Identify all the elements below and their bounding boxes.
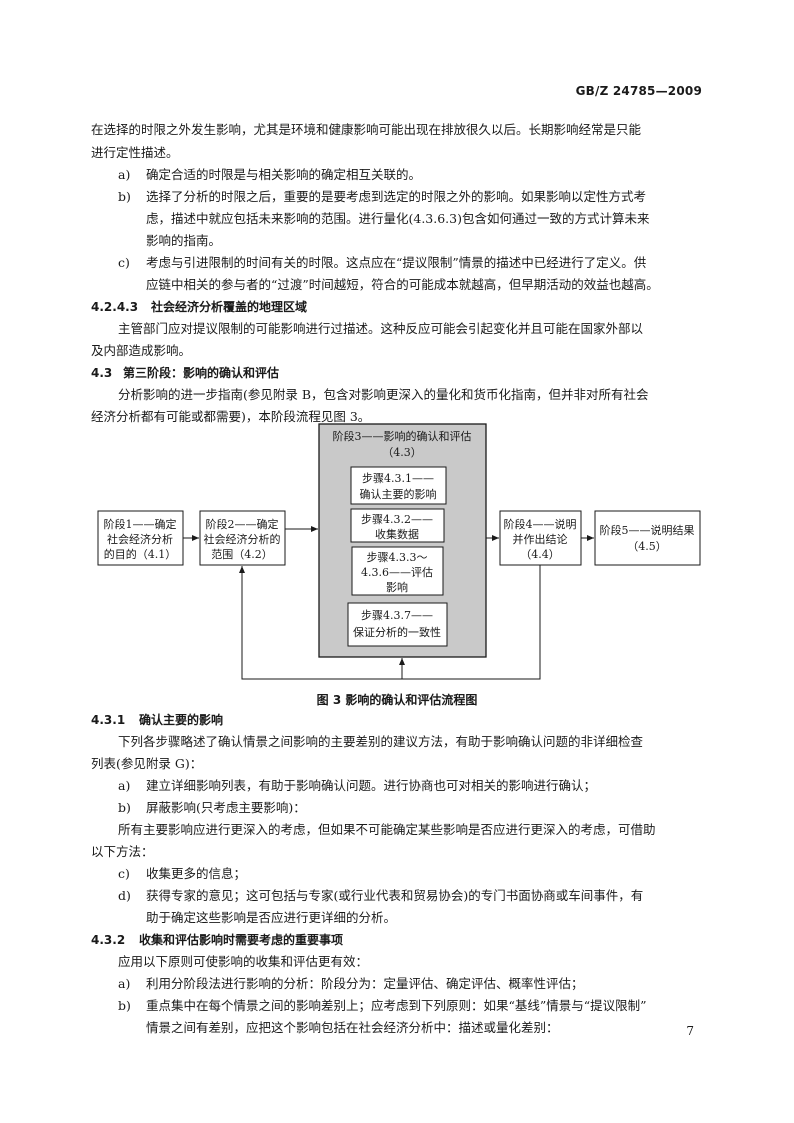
stage4-label: 阶段4——说明	[504, 517, 577, 531]
list-item-b: 虑，描述中就应包括未来影响的范围。进行量化(4.3.6.3)包含如何通过一致的方…	[146, 211, 650, 226]
section-title: 确认主要的影响	[139, 713, 224, 727]
standard-id: GB/Z 24785—2009	[575, 84, 702, 98]
stage3-label: （4.3）	[382, 446, 422, 459]
paragraph-line: 列表(参见附录 G)：	[91, 756, 203, 771]
list-item-b: 影响的指南。	[146, 233, 222, 248]
figure-caption: 图 3 影响的确认和评估流程图	[316, 693, 478, 707]
stage1-label: 的目的（4.1）	[104, 547, 177, 561]
feedback-arrow-to-stage2	[239, 565, 541, 680]
list-item-c: 考虑与引进限制的时间有关的时限。这点应在“提议限制”情景的描述中已经进行了定义。…	[146, 255, 647, 270]
list-item-a: 建立详细影响列表，有助于影响确认问题。进行协商也可对相关的影响进行确认；	[146, 778, 597, 793]
section-number: 4.2.4.3	[91, 300, 139, 314]
step1-label: 确认主要的影响	[360, 487, 437, 501]
step1-label: 步骤4.3.1——	[362, 472, 434, 485]
paragraph-line: 分析影响的进一步指南(参见附录 B，包含对影响更深入的量化和货币化指南，但并非对…	[118, 387, 649, 402]
stage5-box	[594, 510, 701, 566]
step3-label: 步骤4.3.3～	[367, 551, 428, 564]
paragraph-line: 经济分析都有可能或都需要)，本阶段流程见图 3。	[91, 409, 371, 424]
stage2-box	[199, 510, 286, 566]
paragraph-line: 下列各步骤略述了确认情景之间影响的主要差别的建议方法，有助于影响确认问题的非详细…	[118, 734, 644, 749]
paragraph-line: 以下方法：	[91, 844, 154, 859]
paragraph-line: 进行定性描述。	[91, 145, 179, 160]
list-item-b: 情景之间有差别，应把这个影响包括在社会经济分析中：描述或量化差别：	[146, 1020, 559, 1035]
step3-label: 影响	[386, 581, 408, 594]
section-title: 第三阶段：影响的确认和评估	[123, 366, 280, 380]
list-item-b: 屏蔽影响(只考虑主要影响)：	[146, 800, 306, 815]
section-number: 4.3	[91, 366, 113, 380]
list-item-c: 应链中相关的参与者的“过渡”时间越短，符合的可能成本就越高，但早期活动的效益也越…	[146, 277, 659, 292]
stage5-label: （4.5）	[627, 540, 667, 553]
stage1-label: 社会经济分析	[107, 532, 173, 546]
stage4-label: 并作出结论	[513, 532, 568, 546]
stage2-label: 社会经济分析的	[204, 532, 281, 546]
list-item-c: 收集更多的信息；	[146, 866, 247, 881]
paragraph-line: 主管部门应对提议限制的可能影响进行过描述。这种反应可能会引起变化并且可能在国家外…	[118, 321, 644, 336]
stage4-label: （4.4）	[520, 548, 560, 561]
step2-label: 收集数据	[375, 527, 419, 541]
stage3-label: 阶段3——影响的确认和评估	[333, 429, 472, 443]
stage2-label: 范围（4.2）	[211, 547, 273, 561]
list-label-a: a)	[118, 167, 131, 182]
step4-box	[347, 602, 448, 647]
step3-box	[351, 546, 444, 596]
section-number: 4.3.1	[91, 713, 126, 727]
step4-label: 保证分析的一致性	[353, 625, 441, 639]
list-label-b: b)	[118, 998, 131, 1013]
list-item-d: 助于确定这些影响是否应进行更详细的分析。	[146, 910, 397, 925]
list-label-c: c)	[118, 866, 130, 881]
list-item-b: 重点集中在每个情景之间的影响差别上；应考虑到下列原则：如果“基线”情景与“提议限…	[146, 998, 647, 1013]
list-label-b: b)	[118, 189, 131, 204]
list-item-d: 获得专家的意见；这可包括与专家(或行业代表和贸易协会)的专门书面协商或车间事件，…	[146, 888, 644, 903]
flow-diagram: 阶段3——影响的确认和评估 （4.3） 步骤4.3.1—— 确认主要的影响 步骤…	[97, 423, 701, 680]
section-title: 社会经济分析覆盖的地理区域	[151, 300, 308, 314]
paragraph-line: 应用以下原则可使影响的收集和评估更有效：	[118, 954, 369, 969]
stage2-label: 阶段2——确定	[206, 517, 279, 531]
list-item-b: 选择了分析的时限之后，重要的是要考虑到选定的时限之外的影响。如果影响以定性方式考	[146, 189, 647, 204]
step4-label: 步骤4.3.7——	[361, 609, 433, 622]
list-item-a: 确定合适的时限是与相关影响的确定相互关联的。	[146, 167, 422, 182]
list-label-c: c)	[118, 255, 130, 270]
list-label-a: a)	[118, 778, 131, 793]
stage1-label: 阶段1——确定	[104, 517, 177, 531]
list-label-d: d)	[118, 888, 131, 903]
step1-box	[350, 466, 447, 505]
list-label-a: a)	[118, 976, 131, 991]
paragraph-line: 在选择的时限之外发生影响，尤其是环境和健康影响可能出现在排放很久以后。长期影响经…	[91, 122, 642, 137]
section-title: 收集和评估影响时需要考虑的重要事项	[139, 933, 344, 947]
step2-label: 步骤4.3.2——	[361, 513, 433, 526]
section-number: 4.3.2	[91, 933, 126, 947]
paragraph-line: 及内部造成影响。	[91, 343, 192, 358]
page-number: 7	[686, 1024, 694, 1038]
stage4-box	[499, 510, 582, 566]
stage1-box	[97, 510, 184, 566]
stage5-label: 阶段5——说明结果	[600, 523, 695, 537]
step2-box	[350, 508, 445, 543]
paragraph-line: 所有主要影响应进行更深入的考虑，但如果不可能确定某些影响是否应进行更深入的考虑，…	[118, 822, 656, 837]
list-item-a: 利用分阶段法进行影响的分析：阶段分为：定量评估、确定评估、概率性评估；	[146, 976, 584, 991]
list-label-b: b)	[118, 800, 131, 815]
step3-label: 4.3.6——评估	[361, 566, 433, 579]
